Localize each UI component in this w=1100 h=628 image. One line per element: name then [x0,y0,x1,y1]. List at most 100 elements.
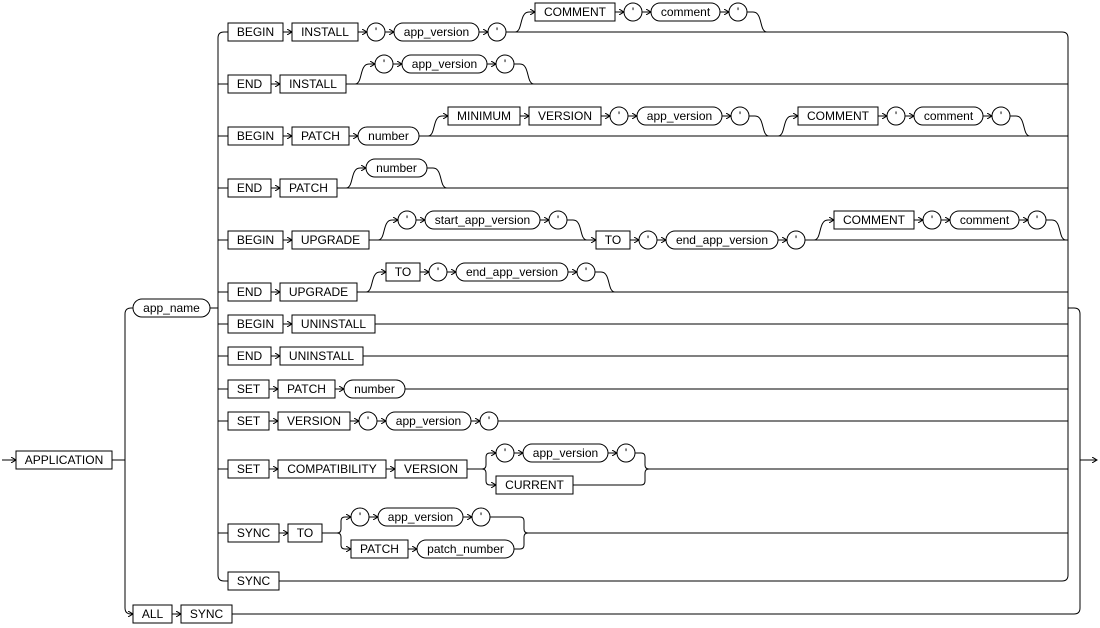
node-label: number [354,382,395,396]
node-label: ' [437,265,439,279]
quote-symbol: ' [991,106,1011,126]
keyword-box: END [227,74,272,94]
keyword-box: UPGRADE [291,230,370,250]
nonterminal-node: comment [949,210,1020,230]
keyword-box: SET [227,379,270,399]
nonterminal-node: comment [650,2,721,22]
keyword-box: VERSION [528,106,602,126]
keyword-box: MINIMUM [447,106,521,126]
keyword-box: SYNC [180,604,233,624]
outer-left-rail [124,314,132,615]
quote-symbol: ' [623,2,643,22]
node-label: BEGIN [237,129,274,143]
optional-exit-curve [1051,219,1067,241]
nonterminal-node: app_version [636,106,723,126]
node-label: UNINSTALL [289,349,354,363]
nonterminal-node: number [343,379,406,399]
node-label: MINIMUM [457,109,511,123]
node-label: BEGIN [237,25,274,39]
keyword-box: VERSION [277,411,351,431]
quote-symbol: ' [495,443,515,463]
nonterminal-node: app_version [522,443,609,463]
node-label: COMMENT [807,109,870,123]
optional-entry-curve [365,271,381,293]
quote-symbol: ' [730,106,750,126]
nonterminal-node: patch_number [416,539,515,559]
keyword-box: COMMENT [833,210,915,230]
node-label: ' [406,213,408,227]
node-label: COMPATIBILITY [287,462,377,476]
keyword-box: COMPATIBILITY [277,459,387,479]
optional-exit-curve [1015,115,1031,137]
node-label: ' [895,109,897,123]
node-label: comment [960,213,1010,227]
node-label: UPGRADE [301,233,360,247]
keyword-box: CURRENT [495,475,574,495]
node-label: ' [375,25,377,39]
node-label: comment [924,109,974,123]
node-label: APPLICATION [25,453,103,467]
quote-symbol: ' [374,54,394,74]
outer-right-rail [1068,307,1081,615]
nonterminal-node: end_app_version [455,262,569,282]
keyword-box: UPGRADE [279,282,358,302]
choice-entry-rail [476,468,491,486]
nonterminal-node: start_app_version [424,210,541,230]
quote-symbol: ' [728,2,748,22]
choice-entry-rail [476,452,491,470]
node-label: ' [1000,109,1002,123]
keyword-box: SET [227,459,270,479]
node-label: TO [297,526,313,540]
node-label: PATCH [289,181,328,195]
quote-symbol: ' [576,262,596,282]
node-label: PATCH [360,542,399,556]
node-label: UPGRADE [289,285,348,299]
optional-entry-curve [427,115,443,137]
outer-left-rail-top [124,307,133,315]
keyword-box: SET [227,411,270,431]
node-label: number [376,161,417,175]
node-label: COMMENT [544,5,607,19]
quote-symbol: ' [1027,210,1047,230]
node-label: ' [488,414,490,428]
keyword-box: PATCH [279,178,338,198]
node-label: ' [739,109,741,123]
choice-entry-rail [331,516,346,534]
node-label: ' [618,109,620,123]
optional-exit-curve [432,167,448,189]
keyword-box: VERSION [394,459,468,479]
node-label: ' [647,233,649,247]
node-label: ' [504,57,506,71]
node-label: app_version [404,25,469,39]
node-label: ' [359,510,361,524]
node-label: ALL [142,607,164,621]
keyword-box: TO [385,262,421,282]
node-label: start_app_version [435,213,530,227]
node-label: ' [632,5,634,19]
quote-symbol: ' [922,210,942,230]
node-label: app_name [143,301,200,315]
keyword-box: APPLICATION [15,450,113,470]
node-label: ' [585,265,587,279]
keyword-box: END [227,178,272,198]
node-label: patch_number [427,542,504,556]
node-label: app_version [647,109,712,123]
nonterminal-node: number [357,126,420,146]
optional-entry-curve [777,115,793,137]
quote-symbol: ' [638,230,658,250]
keyword-box: SYNC [227,523,280,543]
quote-symbol: ' [397,210,417,230]
node-label: END [237,285,263,299]
keyword-box: PATCH [350,539,409,559]
keyword-box: COMMENT [534,2,616,22]
node-label: PATCH [301,129,340,143]
quote-symbol: ' [428,262,448,282]
optional-exit-curve [519,63,535,85]
optional-exit-curve [754,115,770,137]
quote-symbol: ' [358,411,378,431]
node-label: end_app_version [676,233,768,247]
node-label: UNINSTALL [301,317,366,331]
node-label: comment [661,5,711,19]
keyword-box: BEGIN [227,126,284,146]
node-label: ' [737,5,739,19]
